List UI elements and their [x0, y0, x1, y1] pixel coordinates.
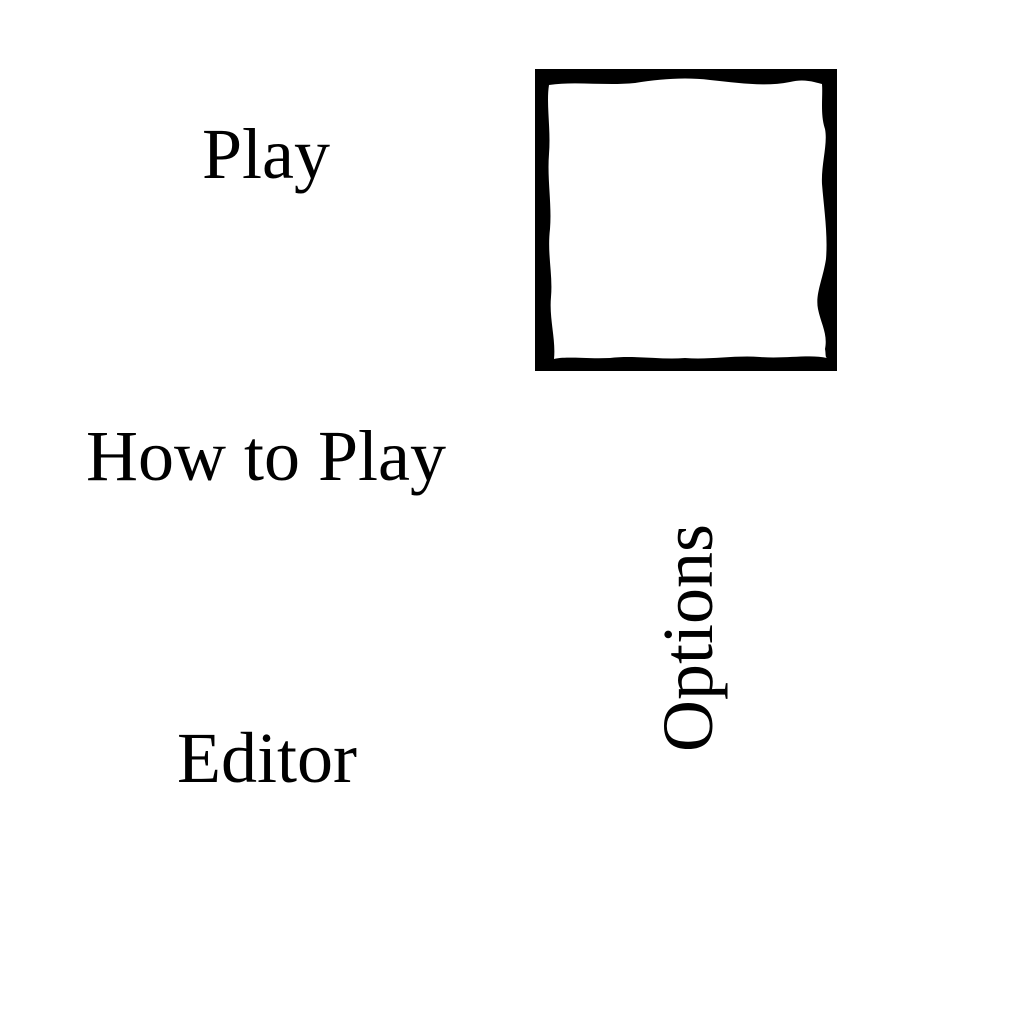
frame-interior	[548, 78, 827, 360]
how-to-play-button[interactable]: How to Play	[86, 416, 446, 496]
play-button[interactable]: Play	[201, 114, 331, 194]
editor-button[interactable]: Editor	[177, 718, 357, 798]
rough-square-frame-icon	[535, 69, 837, 371]
options-button[interactable]: Options	[648, 523, 728, 753]
